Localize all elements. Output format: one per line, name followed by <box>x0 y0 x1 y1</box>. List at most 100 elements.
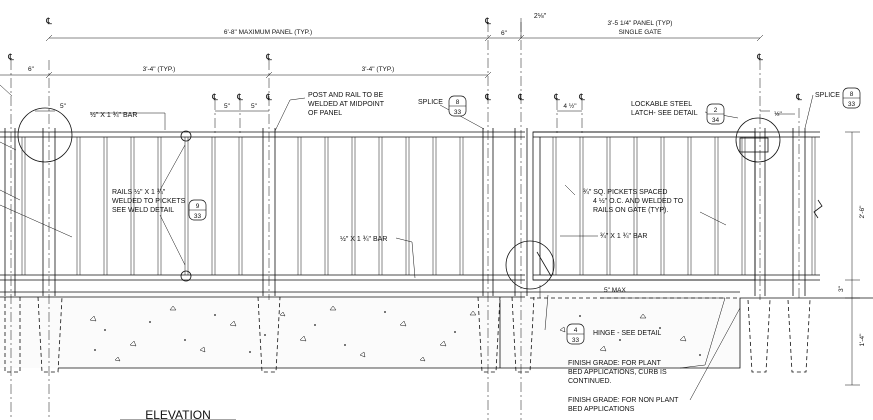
note-pickets-3: RAILS ON GATE (TYP). <box>593 207 668 214</box>
dim-half-inch: ½" <box>774 110 782 118</box>
dimension-labels: 6'-8" MAXIMUM PANEL (TYP.) 3'-5 1/4" PAN… <box>28 13 866 346</box>
picket <box>660 137 665 275</box>
picket <box>552 137 557 275</box>
fence-posts <box>4 128 806 296</box>
note-pickets-1: ¾" SQ. PICKETS SPACED <box>583 189 667 196</box>
cl-symbol: ℄ <box>484 92 491 102</box>
dim-two-half: 2⅛" <box>534 13 547 20</box>
dimension-lines <box>0 18 860 386</box>
note-splice-right: SPLICE <box>815 92 840 99</box>
dim-six-right: 6" <box>501 30 508 37</box>
dim-five-a: 5" <box>60 103 67 110</box>
dim-five-b: 5" <box>224 103 231 110</box>
note-finish2-1: FINISH GRADE: FOR NON PLANT <box>568 397 679 404</box>
ref-number: 4 <box>574 327 578 334</box>
cl-symbol: ℄ <box>45 16 52 26</box>
post-footings <box>4 296 811 373</box>
note-finish1-1: FINISH GRADE: FOR PLANT <box>568 360 662 367</box>
note-rails-3: SEE WELD DETAIL <box>112 207 174 214</box>
ref-sheet: 34 <box>712 117 720 124</box>
picket <box>579 137 584 275</box>
picket <box>432 137 437 275</box>
cl-symbol: ℄ <box>236 92 243 102</box>
note-splice-left: SPLICE <box>418 99 443 106</box>
note-post-3: OF PANEL <box>308 110 342 117</box>
picket <box>714 137 719 275</box>
picket <box>459 137 464 275</box>
ref-number: 8 <box>456 99 460 106</box>
ref-number: 9 <box>196 203 200 210</box>
centerlines <box>10 22 800 420</box>
picket <box>103 137 108 275</box>
note-pickets-2: 4 ½" O.C. AND WELDED TO <box>593 197 684 205</box>
cl-symbol: ℄ <box>553 92 560 102</box>
note-finish1-3: CONTINUED. <box>568 378 612 385</box>
detail-callout-circles <box>17 107 781 290</box>
dim-max-gap: 5" MAX <box>604 287 626 294</box>
note-post-1: POST AND RAIL TO BE <box>308 92 384 99</box>
picket <box>211 137 216 275</box>
cl-symbol: ℄ <box>211 92 218 102</box>
note-hinge: HINGE - SEE DETAIL <box>593 330 661 337</box>
aggregate-texture <box>89 305 702 362</box>
picket <box>405 137 410 275</box>
note-finish2-2: BED APPLICATIONS <box>568 406 635 413</box>
ref-sheet: 33 <box>194 213 202 220</box>
note-post-2: WELDED AT MIDPOINT <box>308 101 385 108</box>
ref-sheet: 33 <box>848 101 856 108</box>
picket <box>297 137 302 275</box>
cl-symbol: ℄ <box>7 52 14 62</box>
picket <box>811 137 816 275</box>
cl-symbol: ℄ <box>517 92 524 102</box>
ref-number: 8 <box>850 91 854 98</box>
note-bar-top: ½" X 1 ¾" BAR <box>90 111 137 119</box>
picket <box>157 137 162 275</box>
cl-symbol: ℄ <box>756 52 763 62</box>
note-bar-mid: ½" X 1 ¾" BAR <box>340 235 387 243</box>
fence-rails <box>0 131 820 281</box>
picket <box>687 137 692 275</box>
cl-symbol: ℄ <box>578 92 585 102</box>
cl-symbol: ℄ <box>795 92 802 102</box>
dim-max-panel: 6'-8" MAXIMUM PANEL (TYP.) <box>224 29 312 36</box>
note-latch-2: LATCH- SEE DETAIL <box>631 110 698 117</box>
picket <box>741 137 746 275</box>
picket <box>606 137 611 275</box>
centerline-symbols: ℄ ℄ ℄ ℄ ℄ ℄ ℄ ℄ ℄ ℄ ℄ ℄ ℄ <box>7 16 802 102</box>
note-rails-1: RAILS ½" X 1 ¾" <box>112 188 166 196</box>
pickets <box>21 137 816 275</box>
note-bar-gate: ¾" X 1 ¾" BAR <box>600 233 647 240</box>
dim-four-half: 4 ½" <box>563 102 577 110</box>
gate-frame <box>532 131 756 281</box>
picket <box>130 137 135 275</box>
detail-ref-hinge: 4 33 <box>566 323 585 345</box>
picket <box>351 137 356 275</box>
picket <box>21 137 26 275</box>
picket <box>633 137 638 275</box>
detail-ref-weld: 9 33 <box>188 199 207 221</box>
note-finish1-2: BED APPLICATIONS, CURB IS <box>568 369 667 376</box>
picket <box>76 137 81 275</box>
dim-bay-left: 3'-4" (TYP.) <box>143 66 176 73</box>
concrete-footing <box>0 291 873 369</box>
cl-symbol: ℄ <box>265 52 272 62</box>
picket <box>324 137 329 275</box>
ref-number: 2 <box>714 107 718 114</box>
dim-five-c: 5" <box>251 103 258 110</box>
ref-sheet: 33 <box>572 337 580 344</box>
dim-gate-panel: 3'-5 1/4" PANEL (TYP) <box>608 20 673 27</box>
cl-symbol: ℄ <box>265 92 272 102</box>
dim-gate-panel-sub: SINGLE GATE <box>619 29 663 36</box>
picket <box>184 137 189 275</box>
dim-bay-right: 3'-4" (TYP.) <box>362 66 395 73</box>
picket <box>238 137 243 275</box>
detail-ref-latch: 2 34 <box>706 103 725 125</box>
note-latch-1: LOCKABLE STEEL <box>631 101 692 108</box>
dim-footing: 1'-4" <box>859 333 866 347</box>
note-rails-2: WELDED TO PICKETS <box>112 198 186 205</box>
dim-six-left: 6" <box>28 66 35 73</box>
detail-ref-splice-right: 8 33 <box>842 87 861 109</box>
annotation-notes: ½" X 1 ¾" BAR RAILS ½" X 1 ¾" WELDED TO … <box>90 92 840 413</box>
cl-symbol: ℄ <box>484 16 491 26</box>
